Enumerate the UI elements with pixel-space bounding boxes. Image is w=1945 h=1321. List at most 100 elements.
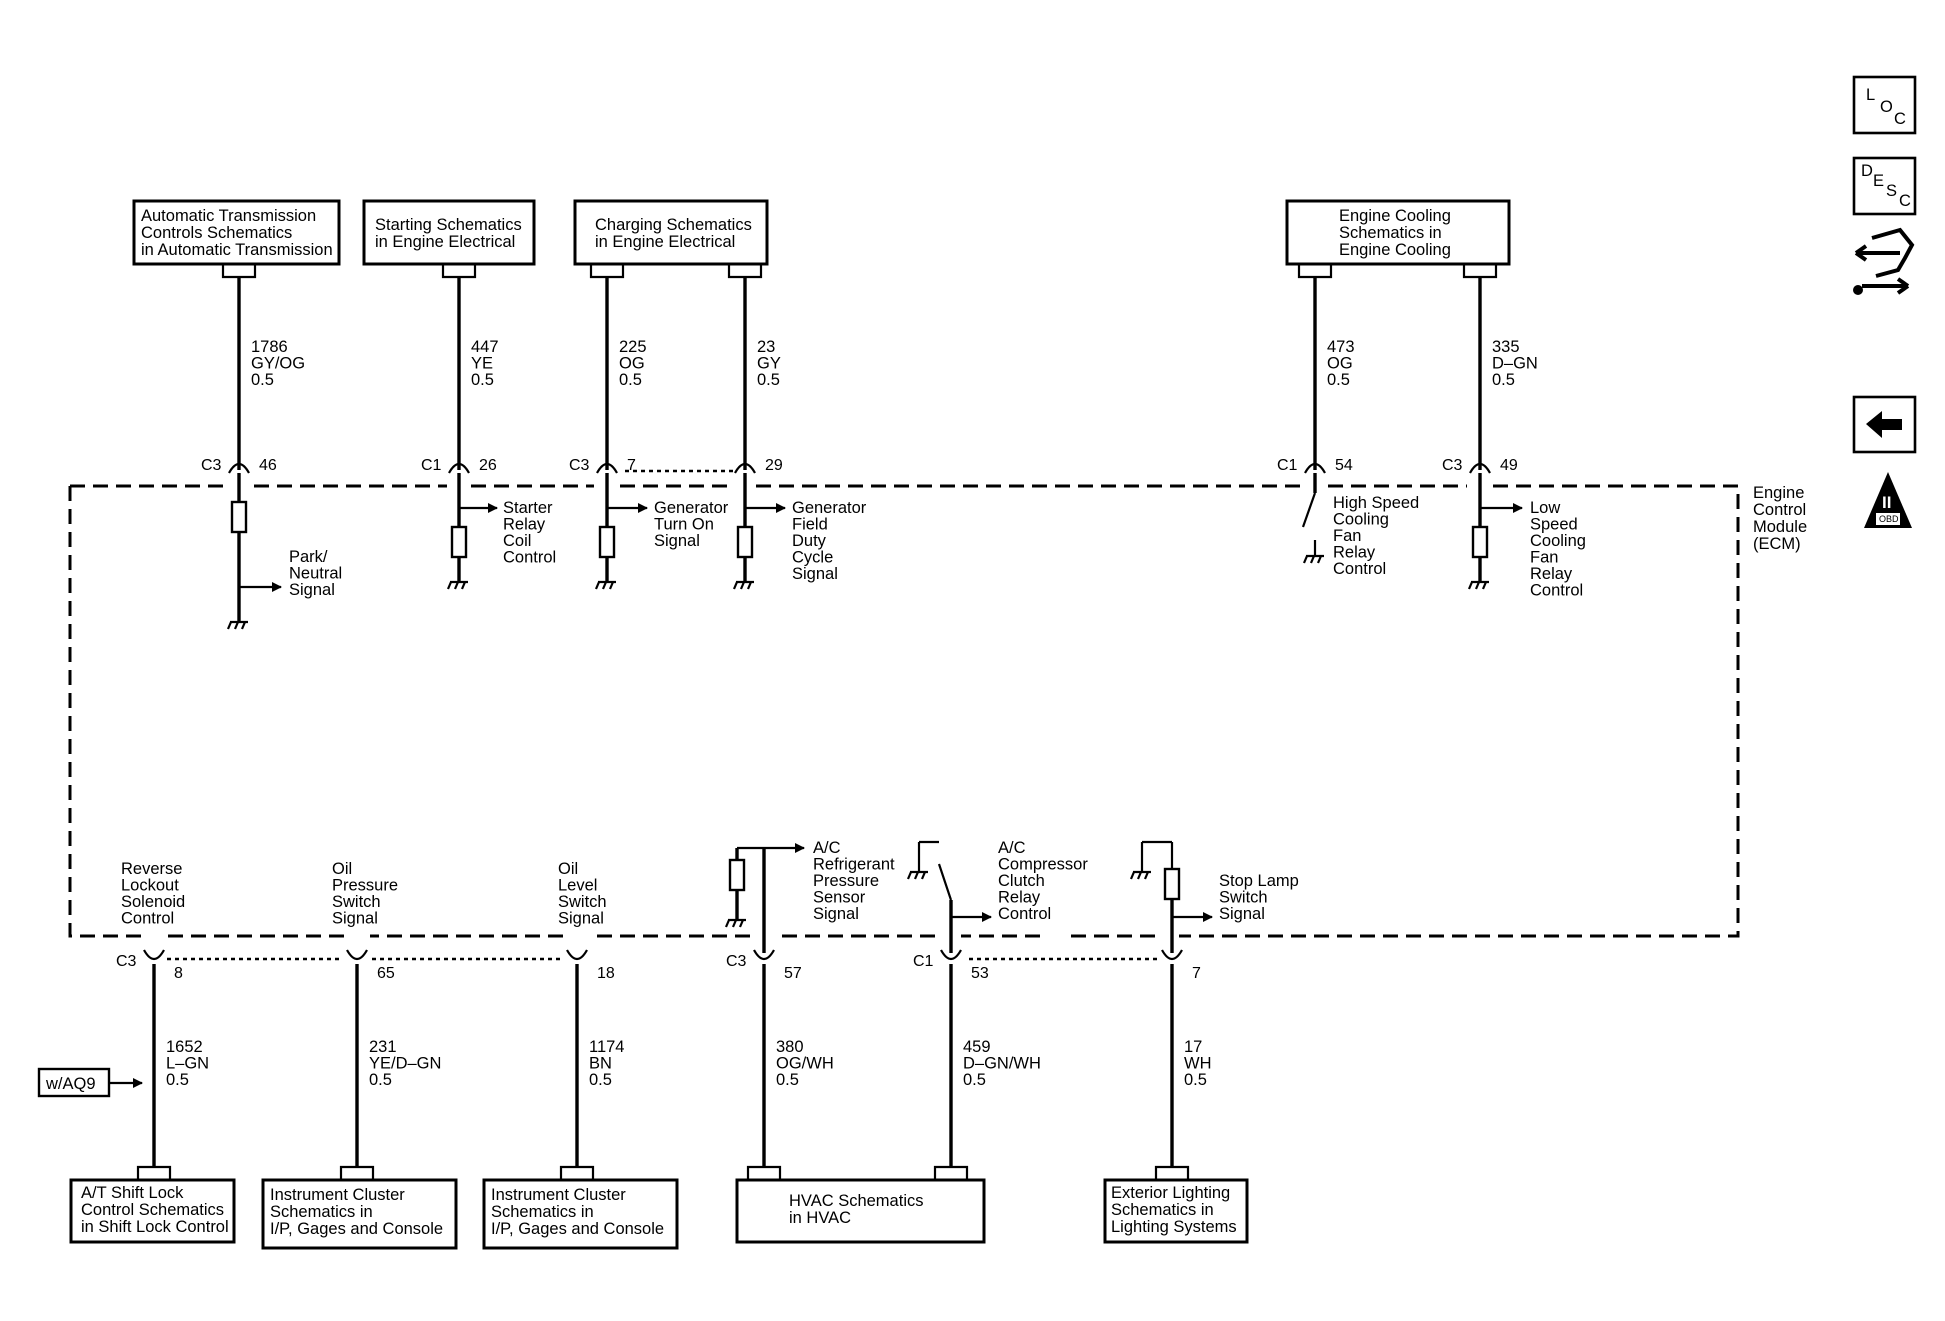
pin-label: 8 — [174, 965, 183, 982]
resistor — [1471, 525, 1489, 559]
harness-connector — [933, 1165, 969, 1180]
svg-text:O: O — [1880, 98, 1893, 116]
box-hvac-schematics[interactable]: HVAC Schematics in HVAC — [735, 1178, 986, 1244]
harness-connector — [746, 1165, 782, 1180]
connector-label: C3 — [1442, 457, 1463, 474]
harness-connector — [1154, 1165, 1190, 1180]
resistor — [598, 525, 616, 559]
harness-connector — [559, 1165, 595, 1180]
obd-ii-icon[interactable]: OBD II II — [1864, 472, 1912, 528]
box-engine-cooling[interactable]: Engine Cooling Schematics in Engine Cool… — [1285, 199, 1511, 266]
svg-text:Instrument Cluster Schem: Instrument Cluster Schematics in I/P, Ga… — [491, 1186, 664, 1238]
harness-connector — [136, 1165, 172, 1180]
connector-pin — [596, 462, 618, 474]
svg-text:Instrument Cluster Schem: Instrument Cluster Schematics in I/P, Ga… — [270, 1186, 443, 1238]
connector-pin — [566, 949, 588, 961]
resistor — [1163, 867, 1181, 901]
connector-label: C3 — [726, 953, 747, 970]
ground-symbol — [1129, 870, 1151, 880]
connector-label: C1 — [421, 457, 442, 474]
harness-connector — [441, 264, 477, 279]
svg-text:Exterior Lighting Schema: Exterior Lighting Schematics in Lighting… — [1111, 1184, 1237, 1236]
ground-symbol — [1302, 554, 1324, 564]
resistor — [450, 525, 468, 559]
ground-symbol — [226, 620, 248, 630]
harness-connector — [727, 264, 763, 279]
connector-pin — [143, 949, 165, 961]
desc-icon[interactable]: D E S C — [1852, 156, 1917, 216]
switch-contact — [937, 863, 953, 901]
connector-label: C1 — [913, 953, 934, 970]
svg-text:Charging Schematics in E: Charging Schematics in Engine Electrical — [595, 216, 756, 251]
svg-text:C: C — [1894, 110, 1906, 128]
box-automatic-transmission[interactable]: Automatic Transmission Controls Schemati… — [132, 199, 341, 266]
connector-pin — [1161, 949, 1183, 961]
connector-label: C3 — [201, 457, 222, 474]
connector-label: C3 — [569, 457, 590, 474]
connector-pin — [228, 462, 250, 474]
pin-label: 29 — [765, 457, 783, 474]
switch-contact — [1301, 492, 1317, 528]
pin-label: 54 — [1335, 457, 1353, 474]
svg-text:HVAC Schematics in HVAC: HVAC Schematics in HVAC — [789, 1192, 928, 1227]
svg-text:Starting Schematics in E: Starting Schematics in Engine Electrical — [375, 216, 526, 251]
pin-label: 7 — [1192, 965, 1201, 982]
svg-text:D: D — [1861, 162, 1873, 180]
ecm-label: Engine Control Module (ECM) — [1753, 484, 1812, 553]
box-starting-schematics[interactable]: Starting Schematics in Engine Electrical — [362, 199, 536, 266]
connector-views-icon[interactable] — [1853, 227, 1915, 295]
connector-pin — [940, 949, 962, 961]
pin-label: 7 — [627, 457, 636, 474]
connector-pin — [1304, 462, 1326, 474]
box-shift-lock-control[interactable]: A/T Shift Lock Control Schematics in Shi… — [69, 1178, 236, 1244]
svg-text:S: S — [1886, 182, 1897, 200]
resistor — [736, 525, 754, 559]
pin-label: 18 — [597, 965, 615, 982]
harness-connector — [589, 264, 625, 279]
connector-pin — [448, 462, 470, 474]
svg-text:w/AQ9: w/AQ9 — [45, 1075, 96, 1093]
pin-label: 26 — [479, 457, 497, 474]
svg-text:C: C — [1899, 192, 1911, 210]
ground-symbol — [446, 580, 468, 590]
pin-label: 46 — [259, 457, 277, 474]
harness-connector — [1462, 264, 1498, 279]
resistor — [230, 500, 248, 534]
svg-text:OBD II: OBD II — [1879, 514, 1906, 524]
box-exterior-lighting[interactable]: Exterior Lighting Schematics in Lighting… — [1103, 1178, 1249, 1244]
back-arrow-icon[interactable] — [1852, 395, 1917, 454]
svg-text:Automatic Transmission C: Automatic Transmission Controls Schemati… — [141, 207, 333, 259]
box-instrument-cluster-1[interactable]: Instrument Cluster Schematics in I/P, Ga… — [261, 1178, 458, 1250]
connector-pin — [753, 949, 775, 961]
ground-symbol — [724, 918, 746, 928]
connector-label: C1 — [1277, 457, 1298, 474]
pin-label: 53 — [971, 965, 989, 982]
box-instrument-cluster-2[interactable]: Instrument Cluster Schematics in I/P, Ga… — [482, 1178, 679, 1250]
box-charging-schematics[interactable]: Charging Schematics in Engine Electrical — [573, 199, 769, 266]
connector-pin — [1469, 462, 1491, 474]
loc-icon[interactable]: L O C — [1852, 75, 1917, 135]
pin-label: 65 — [377, 965, 395, 982]
